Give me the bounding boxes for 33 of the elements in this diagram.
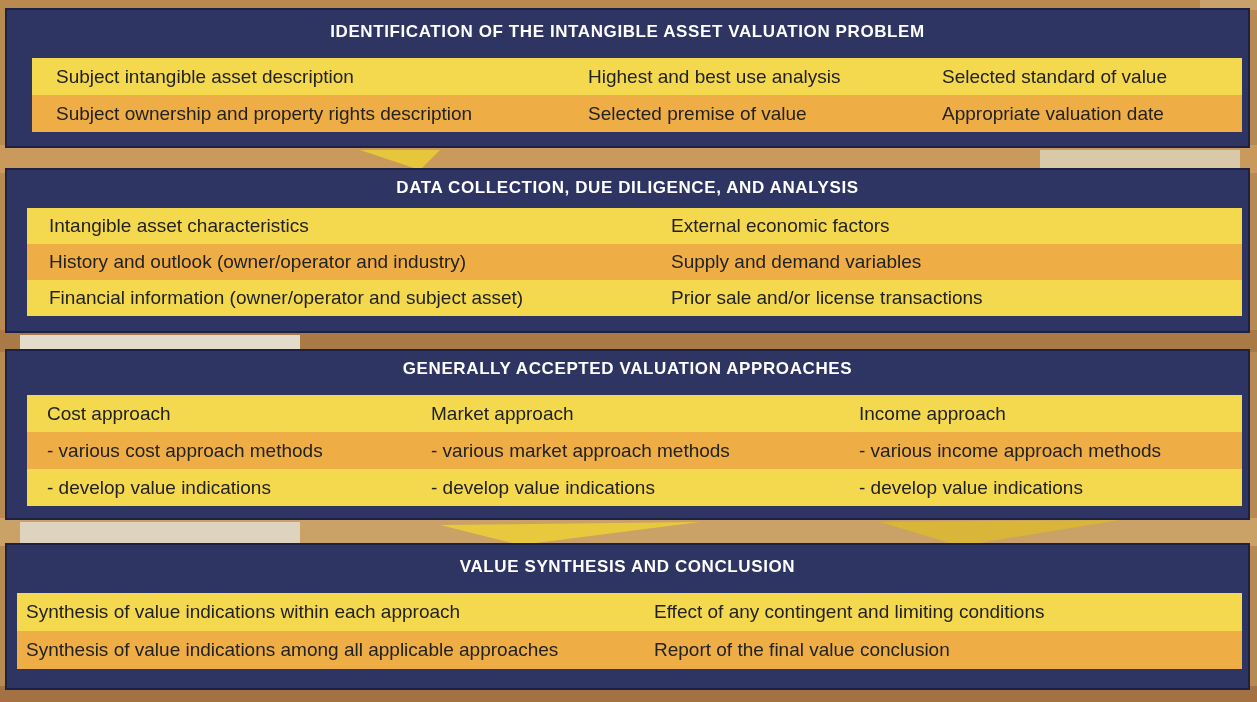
section-panel [5,543,1250,690]
table-entry: Subject ownership and property rights description [56,102,473,125]
table-entry: - various income approach methods [859,439,1162,462]
table-entry: Market approach [431,402,574,425]
section-heading: DATA COLLECTION, DUE DILIGENCE, AND ANALYSIS [396,178,859,198]
table-entry: Income approach [859,402,1006,425]
section-panel [5,168,1250,333]
table-entry: Synthesis of value indications among all applicable approaches [26,639,559,661]
section-panel [5,8,1250,148]
table-entry: - develop value indications [431,476,655,499]
section-panel [5,349,1250,520]
table-entry: Appropriate valuation date [942,102,1164,125]
table-entry: Report of the final value conclusion [654,639,950,661]
table-entry: Cost approach [47,402,171,425]
table-entry: Prior sale and/or license transactions [671,287,983,309]
table-entry: - various market approach methods [431,439,730,462]
table-entry: Subject intangible asset description [56,65,354,88]
table-entry: External economic factors [671,215,890,237]
section-heading: IDENTIFICATION OF THE INTANGIBLE ASSET VALUATION PROBLEM [330,22,925,42]
table-entry: Highest and best use analysis [588,65,841,88]
table-entry: Intangible asset characteristics [49,215,309,237]
table-entry: - develop value indications [859,476,1083,499]
table-entry: History and outlook (owner/operator and industry) [49,251,467,273]
section-heading: GENERALLY ACCEPTED VALUATION APPROACHES [402,359,853,379]
table-entry: Effect of any contingent and limiting conditions [654,601,1045,623]
table-entry: Synthesis of value indications within each approach [26,601,461,623]
table-entry: - various cost approach methods [47,439,323,462]
table-entry: Selected premise of value [588,102,807,125]
section-heading: VALUE SYNTHESIS AND CONCLUSION [459,557,796,577]
table-entry: Supply and demand variables [671,251,922,273]
table-entry: Financial information (owner/operator and subject asset) [49,287,524,309]
table-entry: Selected standard of value [942,65,1167,88]
table-entry: - develop value indications [47,476,271,499]
